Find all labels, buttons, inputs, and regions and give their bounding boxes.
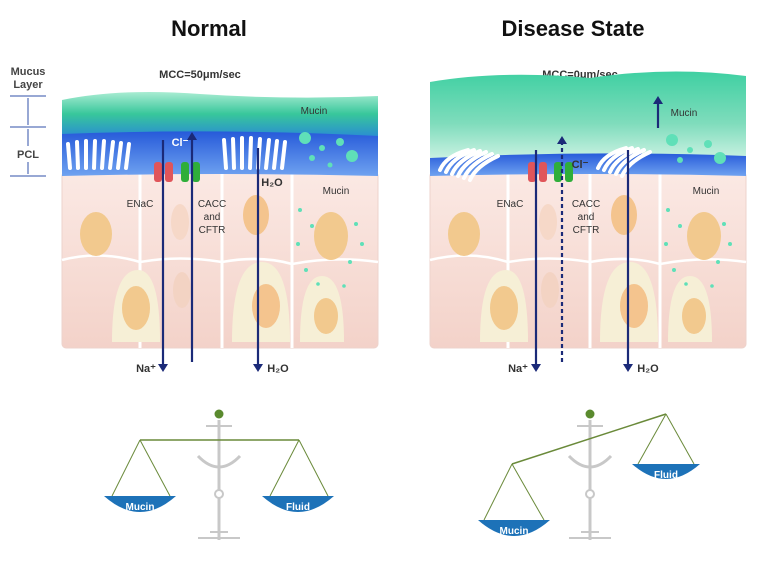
disease-flattened-cilia — [438, 146, 652, 182]
disease-cacc-label-1: CACC — [572, 199, 600, 210]
disease-mucus-layer — [430, 71, 746, 158]
disease-cacc-label-3: CFTR — [573, 225, 600, 236]
disease-enac-channel-icon — [528, 162, 547, 182]
layer-legend: Mucus Layer PCL — [10, 66, 46, 177]
normal-h2o-cell-label: H₂O — [261, 177, 283, 189]
disease-pan-fluid-label: Fluid — [654, 470, 678, 481]
disease-cacc-label-2: and — [578, 212, 595, 223]
normal-cl-label: Cl⁻ — [172, 137, 189, 149]
disease-title: Disease State — [501, 16, 644, 41]
normal-epithelium — [61, 171, 379, 349]
normal-cacc-label-1: CACC — [198, 199, 226, 210]
normal-mucus-layer — [62, 92, 378, 136]
normal-cacc-label-3: CFTR — [199, 225, 226, 236]
nucleus-icon — [80, 212, 112, 256]
normal-mcc-label: MCC=50μm/sec — [159, 69, 241, 81]
disease-enac-label: ENaC — [497, 199, 524, 210]
normal-cacc-label-2: and — [204, 212, 221, 223]
disease-panel: MCC=0μm/sec Mucin — [429, 69, 747, 540]
normal-mucin-top-label: Mucin — [301, 106, 328, 117]
disease-epithelium — [429, 171, 747, 349]
mucus-layer-label-1: Mucus — [11, 66, 46, 78]
pcl-label: PCL — [17, 149, 39, 161]
disease-h2o-label: H₂O — [637, 363, 659, 375]
disease-pan-mucin-label: Mucin — [500, 526, 529, 537]
disease-cl-label: Cl⁻ — [572, 159, 589, 171]
normal-cilia — [66, 136, 287, 170]
disease-mucin-granules — [664, 134, 732, 288]
normal-pan-fluid-label: Fluid — [286, 502, 310, 513]
disease-balance-scale-icon — [478, 409, 700, 540]
normal-panel: MCC=50μm/sec Mucin — [61, 69, 379, 540]
normal-pan-mucin-label: Mucin — [126, 502, 155, 513]
mucus-layer-label-2: Layer — [13, 79, 43, 91]
normal-h2o-label: H₂O — [267, 363, 289, 375]
normal-cftr-channel-icon — [181, 162, 200, 182]
normal-enac-label: ENaC — [127, 199, 154, 210]
normal-mucin-granules — [296, 132, 364, 288]
normal-title: Normal — [171, 16, 247, 41]
normal-enac-channel-icon — [154, 162, 173, 182]
disease-pcl-layer — [430, 149, 746, 176]
disease-mucin-top-label: Mucin — [671, 108, 698, 119]
normal-pcl-layer — [62, 124, 378, 176]
normal-mucin-cell-label: Mucin — [323, 186, 350, 197]
normal-balance-scale-icon — [104, 409, 334, 540]
normal-na-label: Na⁺ — [136, 363, 156, 375]
disease-cftr-channel-icon — [554, 162, 573, 182]
disease-mucin-cell-label: Mucin — [693, 186, 720, 197]
disease-na-label: Na⁺ — [508, 363, 528, 375]
